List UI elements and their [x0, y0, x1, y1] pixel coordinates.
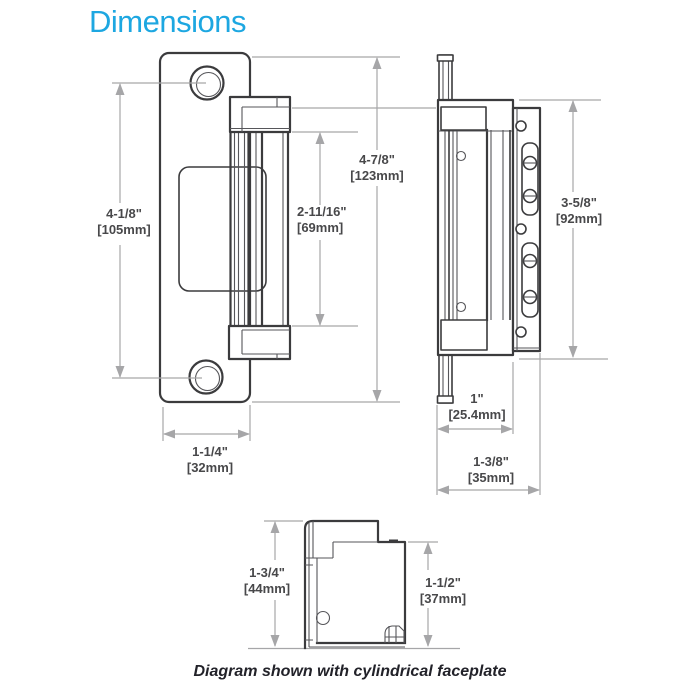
dim-label-profile-body-in: 1-1/2": [425, 575, 461, 590]
faceplate-outline: [158, 51, 252, 404]
side-body: [436, 98, 515, 357]
base-block-side: [440, 319, 488, 351]
solenoid-block-top: [228, 95, 292, 134]
dim-profile-overall-height: 1-3/4" [44mm]: [244, 520, 303, 647]
strike-channel: [229, 130, 290, 328]
bracket-screws: [522, 155, 538, 305]
dim-label-faceplate-height-in: 4-7/8": [359, 152, 395, 167]
top-screw-mark: [389, 539, 398, 543]
dim-cavity-height: 2-11/16" [69mm]: [292, 131, 358, 327]
pivot-pin-top: [455, 150, 467, 162]
dim-label-body-height-in: 3-5/8": [561, 195, 597, 210]
mounting-bracket: [511, 106, 542, 353]
dim-label-lip-depth-in: 1": [470, 391, 483, 406]
pivot-pin-bottom: [455, 301, 467, 313]
dim-faceplate-height: 4-7/8" [123mm]: [252, 56, 436, 403]
page-title: Dimensions: [89, 4, 246, 39]
side-view-drawing: [436, 54, 542, 404]
solenoid-block-bottom: [227, 324, 292, 361]
profile-view-drawing: [248, 519, 460, 650]
dim-faceplate-width: 1-1/4" [32mm]: [162, 405, 251, 475]
profile-outline: [303, 519, 407, 650]
keeper-pocket: [178, 166, 267, 292]
dim-label-faceplate-width-in: 1-1/4": [192, 444, 228, 459]
dim-profile-body-height: 1-1/2" [37mm]: [408, 541, 466, 647]
dim-label-hole-spacing-mm: [105mm]: [97, 222, 150, 237]
diagram-caption: Diagram shown with cylindrical faceplate: [193, 663, 507, 680]
dim-label-hole-spacing-in: 4-1/8": [106, 206, 142, 221]
bracket-holes: [515, 120, 527, 338]
dim-label-cavity-height-mm: [69mm]: [297, 220, 343, 235]
profile-silhouette: [305, 521, 405, 648]
dim-label-overall-depth-mm: [35mm]: [468, 470, 514, 485]
dim-body-height: 3-5/8" [92mm]: [519, 99, 608, 360]
bracket-slot-top: [521, 142, 539, 216]
dim-label-faceplate-width-mm: [32mm]: [187, 460, 233, 475]
dim-label-faceplate-height-mm: [123mm]: [350, 168, 403, 183]
dim-overall-depth: 1-3/8" [35mm]: [437, 353, 541, 495]
mounting-hole-bottom: [188, 359, 224, 395]
dim-label-profile-overall-mm: [44mm]: [244, 581, 290, 596]
dim-label-lip-depth-mm: [25.4mm]: [448, 407, 505, 422]
dim-label-body-height-mm: [92mm]: [556, 211, 602, 226]
front-view-drawing: [158, 51, 292, 404]
dim-label-profile-overall-in: 1-3/4": [249, 565, 285, 580]
latch-detail: [384, 625, 405, 643]
solenoid-housing-side: [440, 106, 487, 131]
dim-label-overall-depth-in: 1-3/8": [473, 454, 509, 469]
dim-label-profile-body-mm: [37mm]: [420, 591, 466, 606]
dim-lip-depth: 1" [25.4mm]: [436, 362, 514, 495]
profile-hole: [315, 610, 331, 626]
dim-label-cavity-height-in: 2-11/16": [297, 204, 347, 219]
dim-hole-spacing: 4-1/8" [105mm]: [97, 82, 206, 379]
